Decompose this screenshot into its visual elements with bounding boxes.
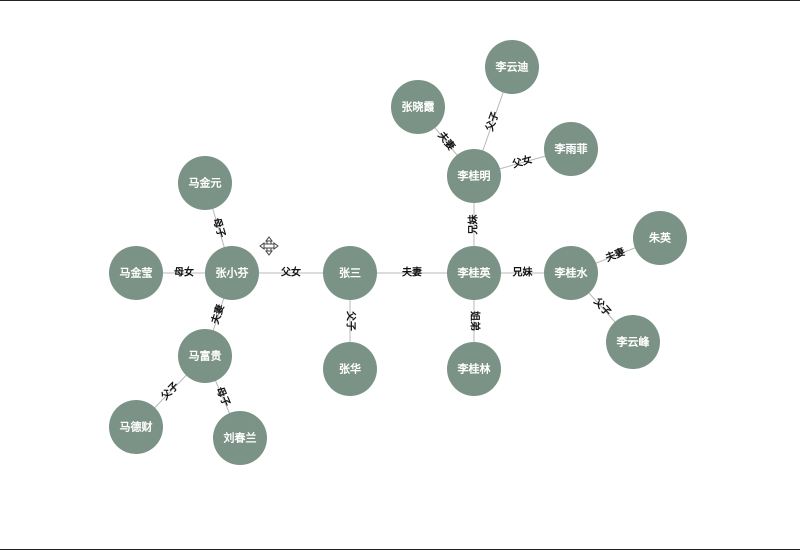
node-circle[interactable] [323, 342, 377, 396]
node-label: 李雨菲 [554, 142, 588, 156]
node-circle[interactable] [633, 211, 687, 265]
node-label: 马富贵 [189, 349, 222, 363]
edge-label: 夫妻 [603, 245, 627, 265]
edge-label: 父女 [280, 266, 301, 279]
node-circle[interactable] [178, 156, 232, 210]
node-madecai[interactable]: 马德财 [109, 400, 163, 454]
node-circle[interactable] [606, 315, 660, 369]
node-label: 张晓霞 [402, 100, 436, 114]
edge-label: 父子 [345, 310, 357, 331]
node-mafugui[interactable]: 马富贵 [178, 329, 232, 383]
node-label: 李云迪 [495, 60, 529, 74]
node-zhangxiaofen[interactable]: 张小芬 [205, 246, 259, 300]
node-circle[interactable] [323, 246, 377, 300]
node-label: 刘春兰 [224, 431, 257, 445]
node-circle[interactable] [485, 40, 539, 94]
edge-label: 母女 [174, 266, 194, 279]
node-circle[interactable] [544, 122, 598, 176]
node-zhangxiaoxia[interactable]: 张晓霞 [391, 80, 445, 134]
node-liguishui[interactable]: 李桂水 [544, 246, 598, 300]
node-label: 李桂水 [554, 266, 589, 280]
node-label: 张三 [339, 266, 361, 280]
node-circle[interactable] [544, 246, 598, 300]
node-zhuying[interactable]: 朱英 [633, 211, 687, 265]
node-circle[interactable] [447, 149, 501, 203]
node-circle[interactable] [447, 246, 501, 300]
node-liyunfeng[interactable]: 李云峰 [606, 315, 660, 369]
node-zhangsan[interactable]: 张三 [323, 246, 377, 300]
node-majinyuan[interactable]: 马金元 [178, 156, 232, 210]
node-circle[interactable] [109, 246, 163, 300]
edge-label: 兄妹 [467, 214, 480, 236]
node-circle[interactable] [178, 329, 232, 383]
edge-label: 父子 [483, 110, 501, 134]
edge-label: 母子 [210, 217, 227, 240]
node-label: 李桂英 [457, 266, 492, 280]
node-label: 马德财 [120, 420, 153, 434]
node-label: 李桂林 [457, 362, 491, 376]
node-circle[interactable] [391, 80, 445, 134]
node-label: 李云峰 [616, 335, 651, 349]
node-label: 马金元 [189, 176, 222, 190]
edge-label: 夫妻 [401, 266, 422, 279]
node-label: 马金莹 [120, 266, 153, 280]
node-liyufei[interactable]: 李雨菲 [544, 122, 598, 176]
node-circle[interactable] [109, 400, 163, 454]
node-liguilin[interactable]: 李桂林 [447, 342, 501, 396]
node-circle[interactable] [447, 342, 501, 396]
edge-label: 姐弟 [469, 311, 482, 331]
node-circle[interactable] [213, 411, 267, 465]
edge-label: 母子 [214, 385, 233, 408]
node-liyundi[interactable]: 李云迪 [485, 40, 539, 94]
node-label: 张小芬 [216, 266, 250, 280]
node-majinying[interactable]: 马金莹 [109, 246, 163, 300]
edge-label: 兄妹 [512, 266, 534, 279]
edge-label: 夫妻 [208, 303, 227, 327]
node-label: 李桂明 [457, 169, 491, 183]
edge-label: 父女 [510, 153, 534, 171]
node-label: 朱英 [648, 231, 672, 245]
move-cursor-icon[interactable] [259, 236, 279, 256]
node-zhanghua[interactable]: 张华 [323, 342, 377, 396]
node-label: 张华 [339, 362, 361, 376]
node-liuchunlan[interactable]: 刘春兰 [213, 411, 267, 465]
node-circle[interactable] [205, 246, 259, 300]
node-liguiming[interactable]: 李桂明 [447, 149, 501, 203]
node-liguiying[interactable]: 李桂英 [447, 246, 501, 300]
